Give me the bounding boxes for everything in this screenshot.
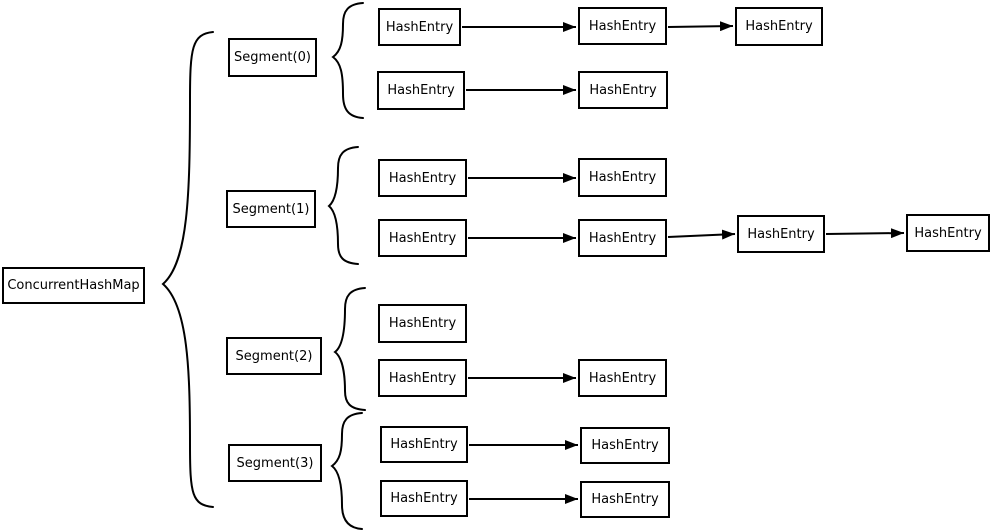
hashentry-box-s2-b1-0: HashEntry	[378, 359, 467, 397]
hashentry-box-s0-b0-1: HashEntry	[578, 7, 667, 45]
hashentry-box-s3-b0-1: HashEntry	[580, 427, 670, 464]
hashentry-box-s1-b1-1: HashEntry	[578, 219, 667, 257]
hashentry-box-s0-b1-1: HashEntry	[578, 71, 668, 109]
hashentry-box-s1-b0-1: HashEntry	[578, 158, 667, 197]
segment-1-brace-icon	[327, 146, 359, 265]
hashentry-box-s2-b0-0: HashEntry	[378, 304, 467, 343]
hashentry-box-s1-b1-2: HashEntry	[737, 215, 825, 253]
hashentry-box-s3-b0-0: HashEntry	[380, 426, 468, 463]
arrow-s1-b1-2	[825, 228, 905, 239]
segment-3-box: Segment(3)	[228, 444, 322, 482]
arrow-s1-b1-1	[667, 229, 736, 240]
hashentry-box-s1-b1-3: HashEntry	[906, 214, 990, 252]
hashentry-box-s1-b1-0: HashEntry	[378, 219, 467, 257]
segment-2-box: Segment(2)	[226, 337, 322, 375]
segment-3-brace-icon	[330, 412, 363, 530]
hashentry-box-s3-b1-1: HashEntry	[580, 481, 670, 518]
hashentry-box-s3-b1-0: HashEntry	[380, 480, 468, 517]
arrow-s0-b0-1	[667, 21, 734, 32]
segment-0-brace-icon	[331, 2, 364, 119]
segment-0-box: Segment(0)	[228, 38, 317, 77]
segment-1-box: Segment(1)	[226, 190, 316, 228]
hashentry-box-s1-b0-0: HashEntry	[378, 159, 467, 197]
concurrenthashmap-box: ConcurrentHashMap	[2, 267, 145, 304]
hashentry-box-s0-b1-0: HashEntry	[377, 71, 465, 110]
hashentry-box-s0-b0-2: HashEntry	[735, 7, 823, 46]
segment-2-brace-icon	[333, 287, 366, 411]
hashentry-box-s0-b0-0: HashEntry	[378, 8, 461, 46]
hashentry-box-s2-b1-1: HashEntry	[578, 359, 667, 397]
root-brace-icon	[161, 31, 214, 508]
